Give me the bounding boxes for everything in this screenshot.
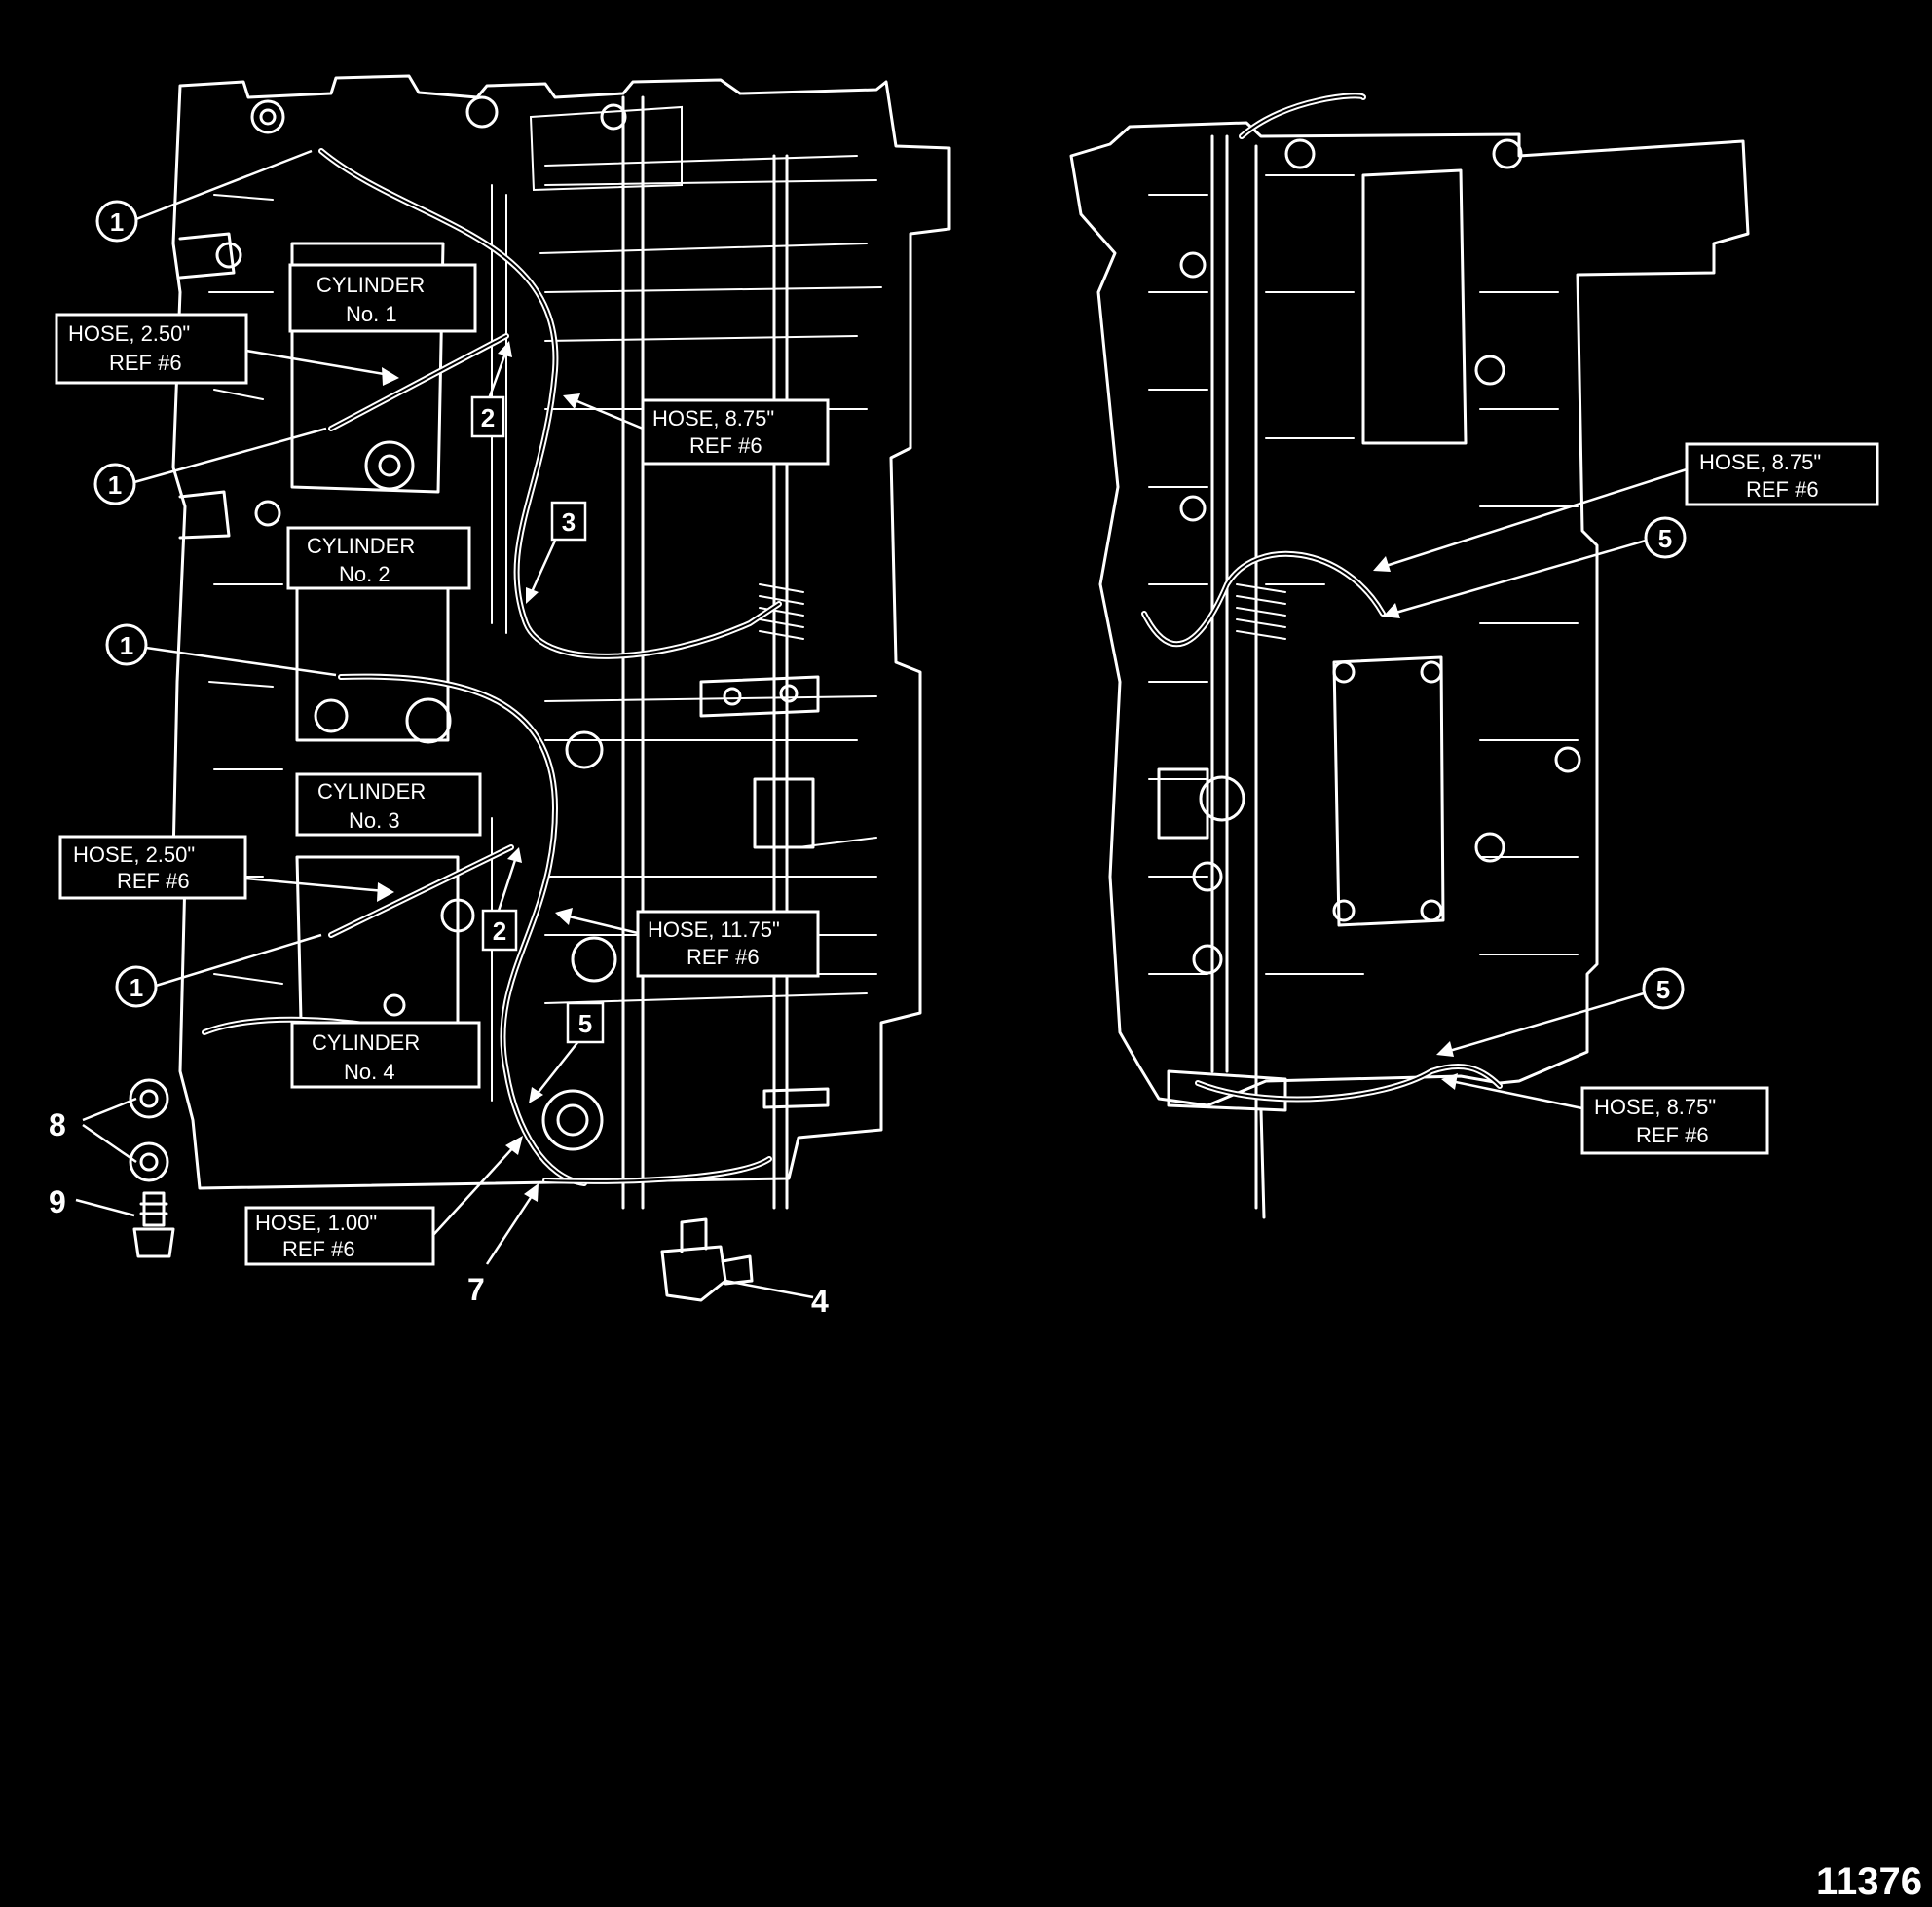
leader-lines bbox=[75, 149, 1688, 1299]
hose-label-8-75-right-lower: HOSE, 8.75" REF #6 bbox=[1580, 1086, 1769, 1155]
svg-text:No. 4: No. 4 bbox=[344, 1060, 395, 1084]
svg-text:HOSE, 8.75": HOSE, 8.75" bbox=[1594, 1095, 1716, 1119]
callout-circle-1-b: 1 bbox=[93, 463, 136, 505]
callout-square-3: 3 bbox=[550, 501, 587, 542]
loose-parts bbox=[129, 1078, 754, 1302]
svg-text:1: 1 bbox=[120, 631, 133, 660]
svg-text:REF #6: REF #6 bbox=[282, 1237, 355, 1261]
svg-text:1: 1 bbox=[108, 470, 122, 500]
callout-8: 8 bbox=[49, 1107, 66, 1142]
left-hoses bbox=[202, 148, 782, 1186]
callout-4: 4 bbox=[811, 1284, 829, 1319]
svg-text:2: 2 bbox=[493, 916, 506, 946]
svg-text:2: 2 bbox=[481, 403, 495, 432]
svg-text:REF #6: REF #6 bbox=[1636, 1123, 1709, 1147]
hose-label-2-50-lower: HOSE, 2.50" REF #6 bbox=[58, 835, 247, 900]
svg-text:No. 3: No. 3 bbox=[349, 808, 400, 833]
hose-label-8-75-right-upper: HOSE, 8.75" REF #6 bbox=[1685, 442, 1879, 506]
svg-text:5: 5 bbox=[1656, 975, 1670, 1004]
right-engine-block bbox=[1069, 121, 1750, 1219]
callout-circle-5-upper: 5 bbox=[1644, 516, 1687, 559]
svg-text:REF #6: REF #6 bbox=[109, 351, 182, 375]
cylinder-1-label: CYLINDER No. 1 bbox=[288, 263, 477, 333]
svg-text:5: 5 bbox=[578, 1009, 592, 1038]
svg-text:HOSE, 1.00": HOSE, 1.00" bbox=[255, 1211, 377, 1235]
svg-text:HOSE, 11.75": HOSE, 11.75" bbox=[648, 917, 780, 942]
callout-square-5: 5 bbox=[566, 1001, 605, 1044]
svg-text:No. 1: No. 1 bbox=[346, 302, 397, 326]
callout-circle-1-c: 1 bbox=[105, 623, 148, 666]
svg-text:REF #6: REF #6 bbox=[1746, 477, 1819, 502]
callout-circle-5-lower: 5 bbox=[1642, 967, 1685, 1010]
hose-label-8-75-left: HOSE, 8.75" REF #6 bbox=[641, 398, 830, 466]
svg-text:REF #6: REF #6 bbox=[689, 433, 762, 458]
cylinder-4-label: CYLINDER No. 4 bbox=[290, 1021, 481, 1089]
cylinder-3-label: CYLINDER No. 3 bbox=[295, 772, 482, 837]
svg-text:3: 3 bbox=[562, 507, 576, 537]
callout-circle-1-d: 1 bbox=[115, 965, 158, 1008]
svg-text:CYLINDER: CYLINDER bbox=[317, 779, 426, 804]
hose-label-11-75: HOSE, 11.75" REF #6 bbox=[636, 910, 820, 978]
left-engine-block bbox=[171, 74, 951, 1210]
hose-label-2-50-upper: HOSE, 2.50" REF #6 bbox=[55, 313, 248, 385]
svg-text:CYLINDER: CYLINDER bbox=[312, 1030, 420, 1055]
callout-square-2-a: 2 bbox=[470, 395, 505, 438]
svg-text:HOSE, 8.75": HOSE, 8.75" bbox=[652, 406, 774, 430]
svg-text:HOSE, 2.50": HOSE, 2.50" bbox=[68, 321, 190, 346]
svg-text:REF #6: REF #6 bbox=[117, 869, 190, 893]
svg-text:5: 5 bbox=[1658, 524, 1672, 553]
callout-circle-1-a: 1 bbox=[95, 200, 138, 243]
svg-text:No. 2: No. 2 bbox=[339, 562, 390, 586]
hose-label-1-00: HOSE, 1.00" REF #6 bbox=[244, 1206, 435, 1266]
svg-text:HOSE, 2.50": HOSE, 2.50" bbox=[73, 842, 195, 867]
callout-7: 7 bbox=[467, 1272, 485, 1307]
svg-text:CYLINDER: CYLINDER bbox=[307, 534, 415, 558]
svg-text:1: 1 bbox=[130, 973, 143, 1002]
callout-square-2-b: 2 bbox=[481, 909, 518, 952]
svg-text:CYLINDER: CYLINDER bbox=[316, 273, 425, 297]
svg-text:1: 1 bbox=[110, 207, 124, 237]
cylinder-2-label: CYLINDER No. 2 bbox=[286, 526, 471, 590]
callout-9: 9 bbox=[49, 1184, 66, 1219]
svg-text:REF #6: REF #6 bbox=[687, 945, 760, 969]
svg-text:HOSE, 8.75": HOSE, 8.75" bbox=[1699, 450, 1821, 474]
right-hoses bbox=[1141, 93, 1503, 1103]
figure-id: 11376 bbox=[1816, 1860, 1922, 1903]
